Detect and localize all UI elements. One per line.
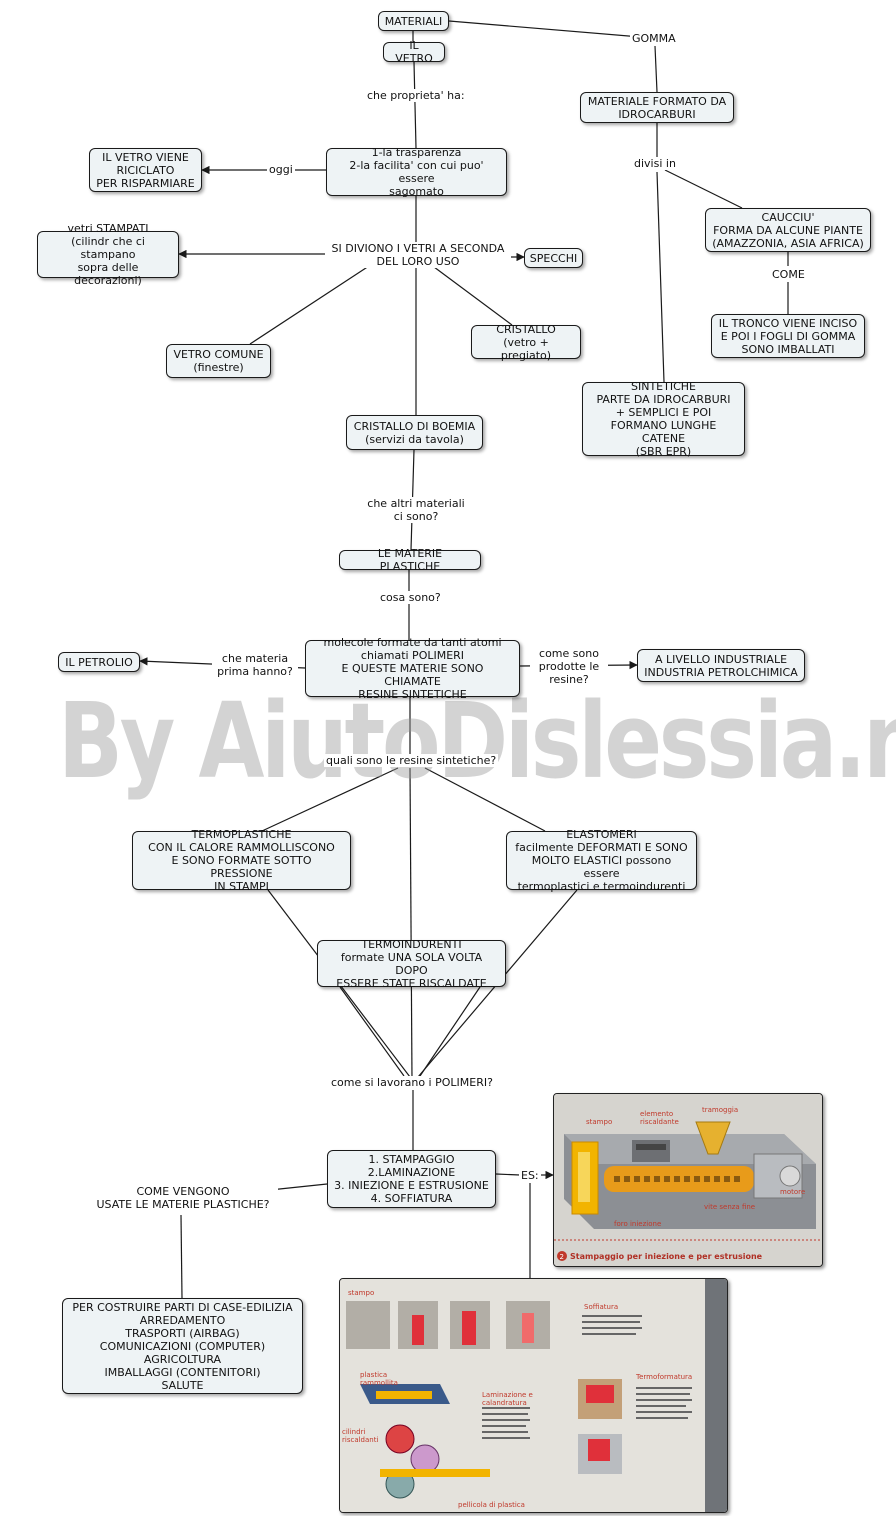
node-sintetiche[interactable]: SINTETICHE PARTE DA IDROCARBURI + SEMPLI… <box>582 380 745 458</box>
node-industriale[interactable]: A LIVELLO INDUSTRIALE INDUSTRIA PETROLCH… <box>637 649 805 682</box>
node-termoplastiche[interactable]: TERMOPLASTICHE CON IL CALORE RAMMOLLISCO… <box>132 828 351 893</box>
label-che-proprieta: che proprieta' ha: <box>365 89 467 102</box>
node-stampati[interactable]: vetri STAMPATI (cilindr che ci stampano … <box>37 222 179 287</box>
node-petrolio[interactable]: IL PETROLIO <box>58 652 140 672</box>
photo1-caption: Stampaggio per iniezione e per estrusion… <box>570 1252 763 1261</box>
node-proprieta[interactable]: 1-la trasparenza 2-la facilita' con cui … <box>326 146 507 198</box>
node-molecole[interactable]: molecole formate da tanti atomi chiamati… <box>305 636 520 701</box>
photo1-label-5: foro iniezione <box>614 1220 661 1228</box>
node-elastomeri[interactable]: ELASTOMERI facilmente DEFORMATI E SONO M… <box>506 828 697 893</box>
label-come: COME <box>770 268 807 281</box>
label-si-dividono: SI DIVIONO I VETRI A SECONDA DEL LORO US… <box>325 242 511 268</box>
photo1-caption-num: 2 <box>560 1253 564 1261</box>
label-quali-resine: quali sono le resine sintetiche? <box>324 754 499 767</box>
node-usi[interactable]: PER COSTRUIRE PARTI DI CASE-EDILIZIA ARR… <box>62 1298 303 1394</box>
photo1-label-0: stampo <box>586 1118 612 1126</box>
node-vetro[interactable]: IL VETRO <box>383 39 445 65</box>
node-materiali[interactable]: MATERIALI <box>378 11 449 31</box>
label-altri-materiali: che altri materiali ci sono? <box>360 497 472 523</box>
photo1-label-2: tramoggia <box>702 1106 738 1114</box>
node-specchi[interactable]: SPECCHI <box>524 248 583 268</box>
label-come-lavorano: come si lavorano i POLIMERI? <box>329 1076 495 1089</box>
photo2-label-3: pellicola di plastica <box>458 1501 525 1509</box>
node-boemia[interactable]: CRISTALLO DI BOEMIA (servizi da tavola) <box>346 415 483 450</box>
node-vetro-comune[interactable]: VETRO COMUNE (finestre) <box>166 344 271 378</box>
node-caucciu[interactable]: CAUCCIU' FORMA DA ALCUNE PIANTE (AMAZZON… <box>705 208 871 252</box>
label-oggi: oggi <box>267 163 295 176</box>
label-cosa-sono: cosa sono? <box>378 591 443 604</box>
node-tronco[interactable]: IL TRONCO VIENE INCISO E POI I FOGLI DI … <box>711 314 865 358</box>
node-termoindurenti[interactable]: TERMOINDURENTI formate UNA SOLA VOLTA DO… <box>317 938 506 990</box>
label-gomma: GOMMA <box>630 32 678 45</box>
label-come-usate: COME VENGONO USATE LE MATERIE PLASTICHE? <box>88 1185 278 1211</box>
label-es: ES: <box>519 1169 541 1182</box>
node-materie-plastiche[interactable]: LE MATERIE PLASTICHE <box>339 547 481 573</box>
photo1-label-4: vite senza fine <box>704 1203 755 1211</box>
node-riciclato[interactable]: IL VETRO VIENE RICICLATO PER RISPARMIARE <box>89 148 202 192</box>
photo1-label-3: motore <box>780 1188 805 1196</box>
photo2-label-4: Soffiatura <box>584 1303 618 1311</box>
photo2-label-6: Termoformatura <box>635 1373 692 1381</box>
node-lavorazioni[interactable]: 1. STAMPAGGIO 2.LAMINAZIONE 3. INIEZIONE… <box>327 1150 496 1208</box>
photo2-label-0: stampo <box>348 1289 374 1297</box>
node-cristallo[interactable]: CRISTALLO (vetro + pregiato) <box>471 323 581 362</box>
node-idrocarburi[interactable]: MATERIALE FORMATO DA IDROCARBURI <box>580 92 734 123</box>
label-divisi-in: divisi in <box>632 157 678 170</box>
label-che-materia: che materia prima hanno? <box>212 652 298 678</box>
label-come-prodotte: come sono prodotte le resine? <box>530 647 608 686</box>
